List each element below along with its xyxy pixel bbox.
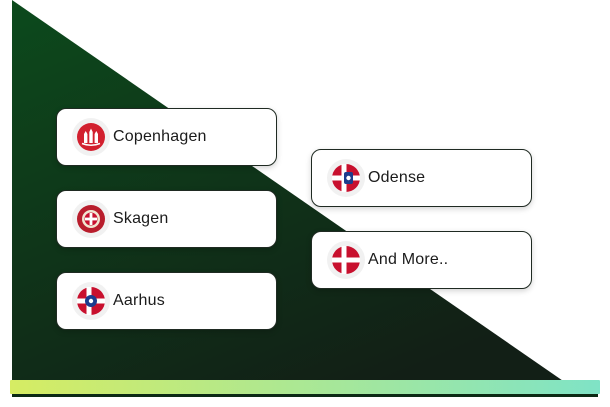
gradient-baseline [10, 380, 600, 394]
city-card-skagen[interactable]: Skagen [56, 190, 277, 248]
city-card-and-more[interactable]: And More.. [311, 231, 532, 289]
city-label: Aarhus [113, 292, 165, 309]
city-card-copenhagen[interactable]: Copenhagen [56, 108, 277, 166]
city-label: Copenhagen [113, 128, 207, 145]
city-card-aarhus[interactable]: Aarhus [56, 272, 277, 330]
aarhus-emblem-icon [77, 287, 105, 315]
copenhagen-emblem-icon [77, 123, 105, 151]
city-card-odense[interactable]: Odense [311, 149, 532, 207]
city-label: Odense [368, 169, 426, 186]
odense-emblem-icon [332, 164, 360, 192]
danish-flag-icon [332, 246, 360, 274]
baseline-shadow [12, 394, 598, 397]
city-label: Skagen [113, 210, 169, 227]
skagen-emblem-icon [77, 205, 105, 233]
city-label: And More.. [368, 251, 449, 268]
